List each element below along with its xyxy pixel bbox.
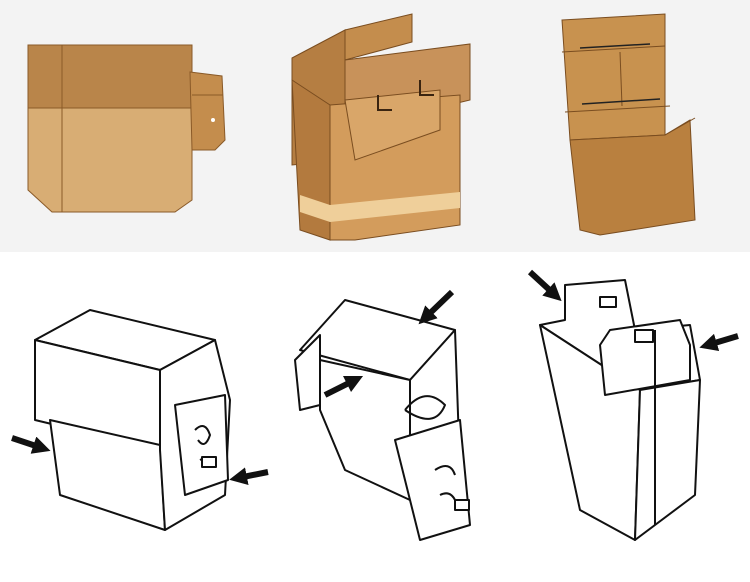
closed-box-kraft <box>561 13 696 236</box>
arrow-icon <box>11 435 51 454</box>
arrow-icon <box>699 333 739 352</box>
arrow-icon <box>229 467 269 486</box>
open-box-kraft <box>291 13 471 241</box>
fold-step-2 <box>294 299 471 541</box>
fold-step-1 <box>34 309 231 531</box>
arrow-icon <box>418 289 455 325</box>
arrow-icon <box>323 375 364 398</box>
flat-box-blank <box>27 44 226 213</box>
fold-step-3 <box>539 279 701 541</box>
arrow-icon <box>527 269 562 302</box>
